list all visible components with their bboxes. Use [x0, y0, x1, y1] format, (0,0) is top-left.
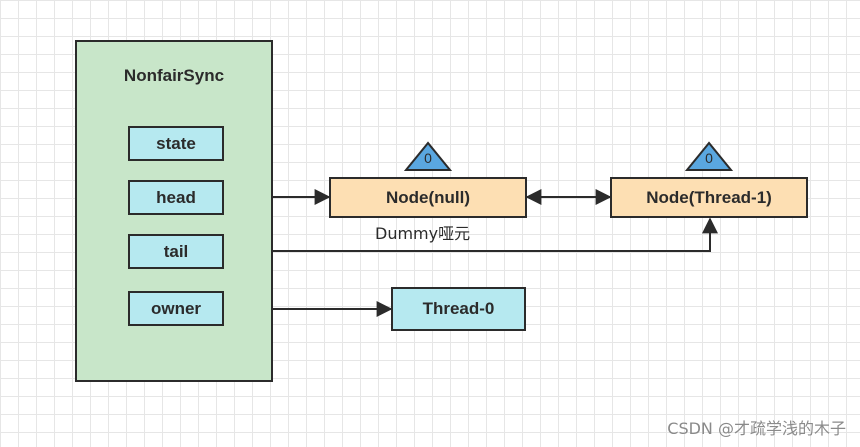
thread0-box: Thread-0: [391, 287, 526, 331]
owner-field: owner: [128, 291, 224, 326]
thread1-node-status-label: 0: [705, 150, 713, 166]
head-field: head: [128, 180, 224, 215]
tail-field: tail: [128, 234, 224, 269]
watermark: CSDN @才疏学浅的木子: [667, 419, 846, 438]
nonfairsync-title: NonfairSync: [123, 66, 225, 85]
thread1-node: Node(Thread-1): [610, 177, 808, 218]
null-node-status-label: 0: [424, 150, 432, 166]
null-node: Node(null): [329, 177, 527, 218]
null-node-status-triangle: [403, 141, 453, 171]
dummy-annotation: Dummy哑元: [375, 224, 471, 243]
thread1-node-status-triangle: [684, 141, 734, 171]
tail-to-thread1-node-arrow: [223, 217, 718, 259]
state-field: state: [128, 126, 224, 161]
